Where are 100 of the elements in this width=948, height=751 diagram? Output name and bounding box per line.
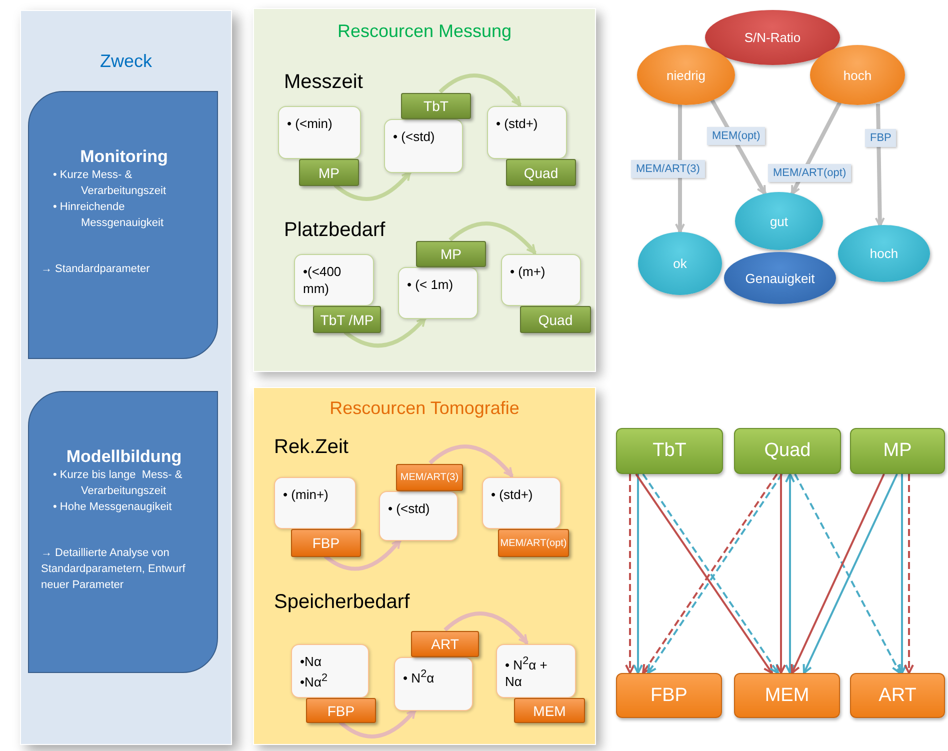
method-tag — [313, 306, 381, 333]
ellipse — [810, 45, 905, 105]
method-tag — [416, 241, 486, 267]
curved-arrow — [338, 708, 416, 738]
curved-arrow — [334, 170, 412, 201]
tag-text: ART — [431, 636, 459, 652]
edge-label: MEM/ART(3) — [631, 160, 705, 178]
card-text: • N$^{2}$α — [403, 667, 436, 686]
info-card — [394, 657, 473, 711]
method-box — [616, 673, 722, 718]
conclusion-text: → Detaillierte Analyse von Standardparametern, Entwurf neuer Parameter — [41, 546, 186, 593]
tag-text: Quad — [538, 312, 573, 328]
method-box — [850, 428, 945, 474]
arrow — [790, 474, 885, 674]
method-tag — [520, 306, 591, 333]
card-text: •Nα — [300, 653, 322, 670]
node-label: FBP — [650, 684, 688, 706]
tag-text: MEM/ART(3) — [400, 472, 459, 483]
node-label: S/N-Ratio — [744, 30, 801, 45]
method-tag — [514, 698, 585, 723]
card-text: • N$^{2}$α + Nα — [505, 654, 548, 690]
bullet-text: • Hinreichende Messgenauigkeit — [52, 200, 165, 231]
arrow — [785, 473, 795, 674]
curved-arrow — [324, 538, 402, 571]
card-text: • (min+) — [283, 486, 330, 503]
node-label: ok — [673, 256, 687, 271]
node-label: MEM — [764, 684, 810, 706]
curved-arrow — [444, 612, 529, 644]
arrow — [904, 474, 914, 674]
info-card — [278, 106, 361, 159]
method-tag — [506, 159, 576, 186]
card-text: •(<400 mm) — [303, 263, 342, 297]
arrow — [625, 474, 635, 674]
info-card — [294, 254, 374, 306]
tag-text: Quad — [524, 164, 558, 180]
info-card — [291, 644, 369, 698]
info-card — [379, 491, 458, 541]
method-box — [850, 673, 945, 718]
tag-text: FBP — [327, 702, 355, 718]
arrow — [790, 101, 842, 195]
card-text: • (<std) — [388, 500, 431, 517]
node-label: TbT — [652, 440, 686, 462]
section-heading: Messzeit — [284, 71, 363, 94]
arrow — [776, 474, 786, 674]
info-card — [398, 267, 478, 319]
curved-arrow — [428, 444, 514, 478]
node-label: ART — [878, 684, 916, 706]
info-card — [384, 119, 463, 173]
purpose-box — [28, 91, 218, 359]
curved-arrow — [448, 222, 536, 254]
resource-panel — [253, 387, 596, 745]
bullet-text: • Kurze Mess- & Verarbeitungszeit — [52, 168, 167, 199]
section-heading: Platzbedarf — [284, 219, 386, 242]
ellipse — [838, 225, 930, 282]
node-label: gut — [770, 214, 788, 228]
tag-text: TbT — [424, 98, 448, 114]
node-label: Genauigkeit — [745, 270, 815, 286]
edge-label: FBP — [865, 129, 896, 147]
method-tag — [299, 159, 359, 186]
arrow — [633, 474, 643, 674]
arrow — [710, 99, 767, 195]
tag-text: MP — [440, 246, 462, 262]
card-text: • (std+) — [496, 115, 539, 132]
card-text: •Nα$^{2}$ — [300, 671, 328, 690]
method-tag — [401, 93, 471, 119]
node-label: hoch — [870, 246, 898, 261]
arrow — [897, 474, 907, 674]
panel-title: Zweck — [98, 51, 153, 72]
method-tag — [498, 529, 569, 557]
curved-arrow — [344, 316, 426, 348]
resource-panel — [253, 8, 596, 372]
card-text: • (std+) — [491, 486, 534, 503]
info-card — [482, 477, 561, 529]
tag-text: TbT /MP — [320, 312, 374, 328]
tag-text: MP — [318, 164, 340, 180]
method-box — [734, 428, 841, 474]
arrow — [675, 104, 685, 233]
card-text: • (m+) — [510, 263, 546, 280]
info-card — [496, 644, 576, 698]
purpose-box — [28, 391, 218, 673]
info-card — [501, 254, 581, 306]
tag-text: MEM/ART(opt) — [500, 538, 567, 548]
method-box — [734, 673, 840, 718]
node-label: hoch — [843, 68, 872, 82]
curved-arrow — [438, 74, 522, 106]
bullet-text: • Hohe Messgenaugikeit — [52, 500, 173, 515]
box-title: Monitoring — [79, 147, 169, 167]
bullet-text: • Kurze bis lange Mess- & Verarbeitungszeit — [52, 468, 184, 499]
method-tag — [396, 464, 463, 491]
card-text: • (< 1m) — [407, 276, 454, 293]
panel-title: Rescourcen Tomografie — [328, 398, 520, 419]
card-text: • (<std) — [393, 128, 436, 145]
method-tag — [291, 529, 361, 557]
node-label: niedrig — [666, 68, 706, 82]
info-card — [274, 477, 356, 529]
ellipse — [724, 252, 836, 304]
tag-text: FBP — [312, 535, 340, 551]
arrow — [874, 104, 885, 227]
method-tag — [411, 631, 479, 657]
card-text: • (<min) — [287, 115, 334, 132]
